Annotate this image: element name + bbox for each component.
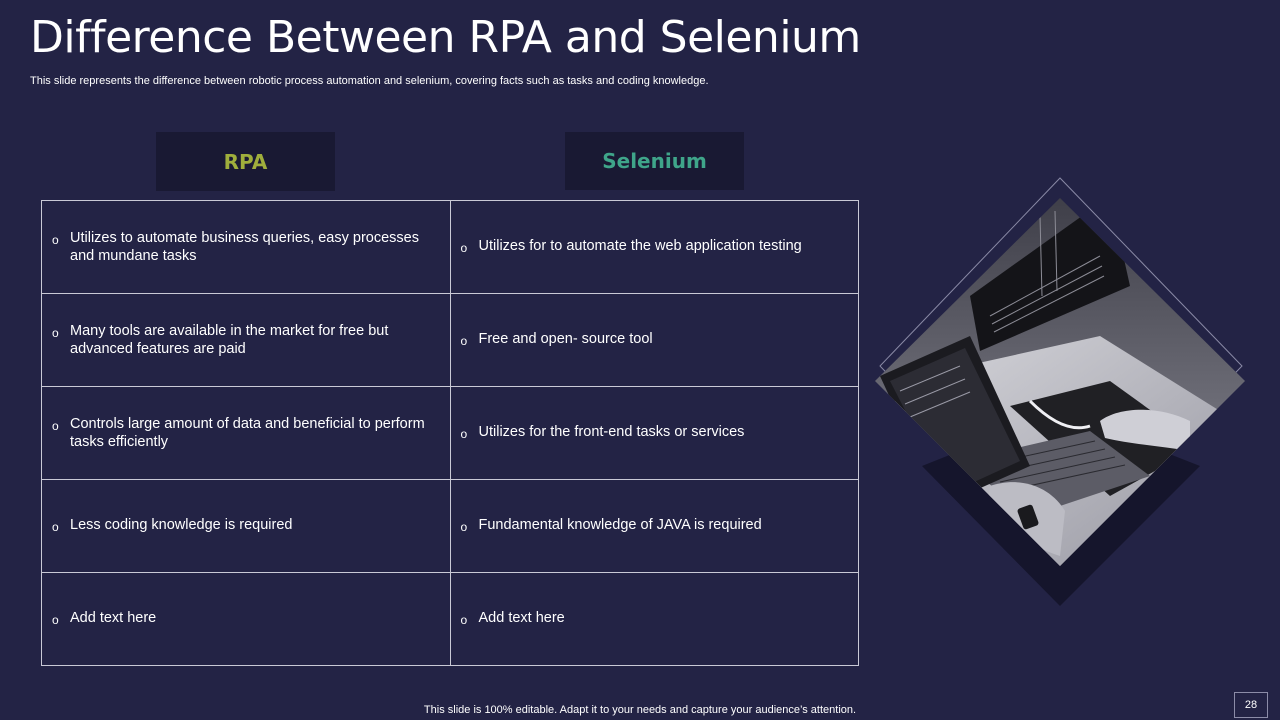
rpa-header-label: RPA [223, 149, 268, 174]
table-row: o Less coding knowledge is required o Fund… [41, 479, 859, 573]
selenium-cell: o Utilizes for to automate the web applic… [449, 200, 859, 294]
selenium-cell-text: Fundamental knowledge of JAVA is require… [478, 517, 762, 533]
rpa-cell: o Controls large amount of data and benef… [41, 386, 451, 480]
rpa-cell-text: Less coding knowledge is required [70, 517, 293, 533]
rpa-cell-text: Many tools are available in the market f… [70, 323, 389, 357]
selenium-header-label: Selenium [602, 149, 707, 173]
bullet-icon: o [460, 613, 468, 627]
laptop-photo [860, 176, 1260, 616]
page-number: 28 [1234, 692, 1268, 718]
selenium-cell-text: Add text here [478, 610, 565, 626]
table-row: o Utilizes to automate business queries, … [41, 200, 859, 294]
selenium-column-header: Selenium [565, 132, 744, 190]
table-row: o Add text here o Add text here [41, 572, 859, 666]
bullet-icon: o [52, 613, 59, 627]
table-row: o Controls large amount of data and benef… [41, 386, 859, 480]
comparison-table: o Utilizes to automate business queries, … [41, 200, 859, 666]
selenium-cell: o Free and open- source tool [449, 293, 859, 387]
rpa-cell: o Many tools are available in the market … [41, 293, 451, 387]
bullet-icon: o [460, 241, 468, 255]
rpa-column-header: RPA [156, 132, 335, 191]
slide-subtitle: This slide represents the difference bet… [30, 75, 709, 87]
photo-content [875, 198, 1245, 566]
bullet-icon: o [52, 326, 59, 340]
rpa-cell: o Utilizes to automate business queries, … [41, 200, 451, 294]
selenium-cell: o Fundamental knowledge of JAVA is requir… [449, 479, 859, 573]
laptop-photo-icon [875, 177, 1245, 606]
rpa-cell: o Add text here [41, 572, 451, 666]
rpa-cell: o Less coding knowledge is required [41, 479, 451, 573]
selenium-cell: o Add text here [449, 572, 859, 666]
selenium-cell: o Utilizes for the front-end tasks or ser… [449, 386, 859, 480]
selenium-cell-text: Free and open- source tool [478, 331, 653, 347]
rpa-cell-text: Utilizes to automate business queries, e… [70, 230, 419, 264]
bullet-icon: o [460, 520, 468, 534]
rpa-cell-text: Controls large amount of data and benefi… [70, 416, 425, 450]
slide-title: Difference Between RPA and Selenium [30, 12, 861, 63]
table-row: o Many tools are available in the market … [41, 293, 859, 387]
bullet-icon: o [460, 334, 468, 348]
rpa-cell-text: Add text here [70, 610, 157, 626]
selenium-cell-text: Utilizes for to automate the web applica… [478, 238, 802, 254]
selenium-cell-text: Utilizes for the front-end tasks or serv… [478, 424, 745, 440]
slide-footer: This slide is 100% editable. Adapt it to… [423, 704, 857, 716]
bullet-icon: o [52, 520, 59, 534]
bullet-icon: o [460, 427, 468, 441]
bullet-icon: o [52, 233, 59, 247]
bullet-icon: o [52, 419, 59, 433]
